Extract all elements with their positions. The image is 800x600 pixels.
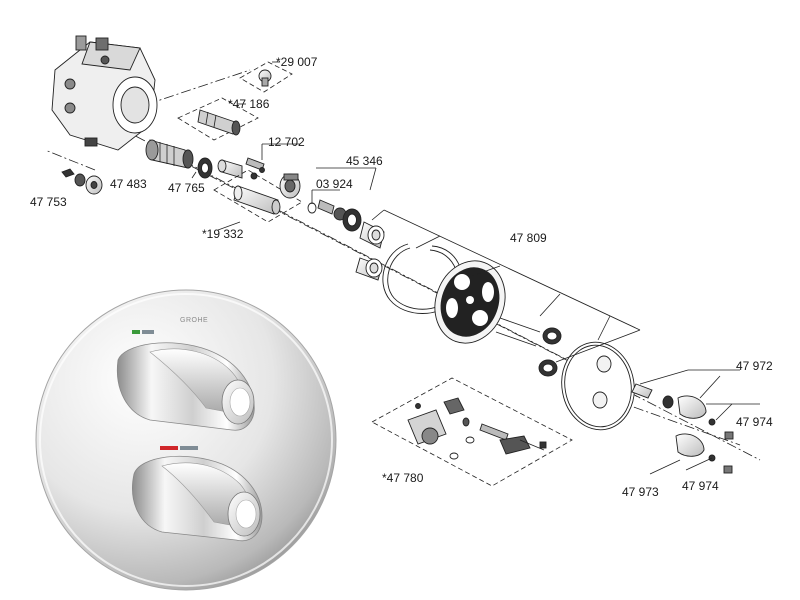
lower-handle xyxy=(132,446,263,542)
part-45346-spindle xyxy=(279,173,301,199)
part-47483-cartridge xyxy=(145,139,194,169)
part-12702-parts xyxy=(217,157,265,180)
part-29007-box xyxy=(239,61,293,93)
label-19332: *19 332 xyxy=(202,227,244,241)
label-47186: *47 186 xyxy=(228,97,270,111)
assembled-trim-photo: GROHE xyxy=(35,289,337,591)
label-47780: *47 780 xyxy=(382,471,424,485)
o-rings xyxy=(538,327,562,377)
part-19332-box xyxy=(213,169,303,223)
label-03924: 03 924 xyxy=(316,177,353,191)
label-47483: 47 483 xyxy=(110,177,147,191)
mounting-screws xyxy=(495,317,541,347)
part-47765-ring xyxy=(197,157,213,179)
indicator-cold-mark xyxy=(180,446,198,450)
label-47809: 47 809 xyxy=(510,231,547,245)
part-47753-parts xyxy=(61,168,103,195)
label-47765: 47 765 xyxy=(168,181,205,195)
label-47972: 47 972 xyxy=(736,359,773,373)
seal-ring xyxy=(342,208,362,232)
brand-logo: GROHE xyxy=(180,317,208,324)
trim-cover-plate xyxy=(35,289,337,591)
label-29007: *29 007 xyxy=(276,55,318,69)
indicator-green-mark xyxy=(132,330,140,334)
label-47974-lower: 47 974 xyxy=(682,479,719,493)
label-47753: 47 753 xyxy=(30,195,67,209)
handle-parts-right xyxy=(631,383,734,474)
label-47973: 47 973 xyxy=(622,485,659,499)
mounting-flange xyxy=(434,260,506,344)
extension-sleeves xyxy=(355,221,385,281)
label-45346: 45 346 xyxy=(346,154,383,168)
part-47780-box xyxy=(371,377,573,487)
upper-handle xyxy=(116,330,255,431)
indicator-hot-mark xyxy=(160,446,178,450)
valve-body-housing xyxy=(51,35,158,151)
part-03924-parts xyxy=(307,199,347,221)
label-12702: 12 702 xyxy=(268,135,305,149)
part-47186-box xyxy=(177,97,259,141)
cover-plate-exploded xyxy=(561,341,635,431)
part-labels: *29 007 *47 186 12 702 45 346 03 924 47 … xyxy=(30,55,773,499)
label-47974-upper: 47 974 xyxy=(736,415,773,429)
label-leader-lines xyxy=(191,61,760,475)
